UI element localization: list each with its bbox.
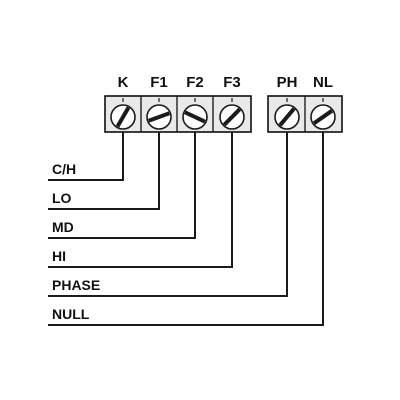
terminal-layer: K F1 F2 F3 PH NL (104, 74, 343, 133)
wire-label-phase: PHASE (52, 277, 100, 293)
terminal-label-ph: PH (277, 74, 298, 91)
terminal-label-f2: F2 (186, 74, 204, 91)
wire-null (48, 132, 324, 326)
wire-hi (48, 132, 233, 268)
screw-slot-f1 (147, 111, 171, 123)
wire-layer: C/H LO MD HI PHASE NULL (48, 132, 324, 326)
screw-slot-f3 (222, 107, 242, 127)
terminal-label-f1: F1 (150, 74, 168, 91)
screw-slot-nl (312, 109, 334, 125)
wire-lo (48, 132, 160, 210)
screw-slot-k (115, 106, 131, 128)
wire-phase (48, 132, 288, 297)
wire-c-h (48, 132, 124, 181)
wire-label-null: NULL (52, 306, 90, 322)
wire-md (48, 132, 196, 239)
screw-slot-f2 (184, 110, 206, 124)
wire-label-c-h: C/H (52, 161, 76, 177)
terminal-label-nl: NL (313, 74, 333, 91)
terminal-label-f3: F3 (223, 74, 241, 91)
wire-label-md: MD (52, 219, 74, 235)
wire-label-lo: LO (52, 190, 72, 206)
wire-label-hi: HI (52, 248, 66, 264)
terminal-label-k: K (118, 74, 129, 91)
screw-slot-ph (278, 107, 296, 127)
